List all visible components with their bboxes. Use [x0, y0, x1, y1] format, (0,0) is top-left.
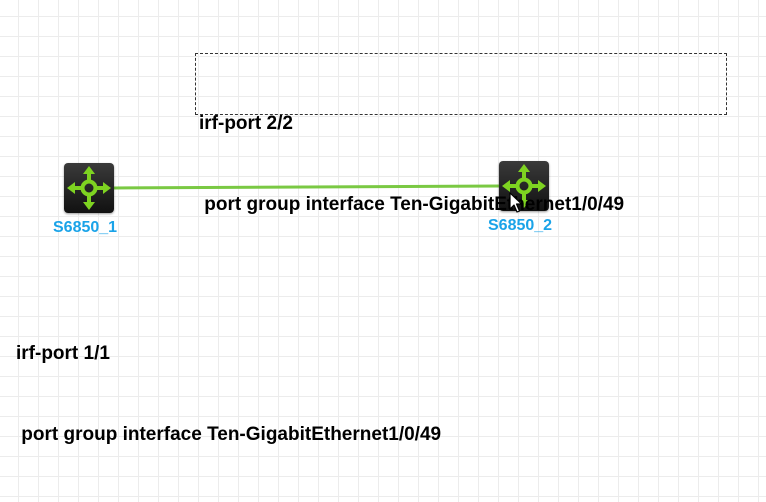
router-icon: [502, 164, 546, 208]
link-s6850-1-to-s6850-2[interactable]: [0, 0, 766, 491]
device-s6850-2[interactable]: [499, 161, 549, 211]
device-s6850-1[interactable]: [64, 163, 114, 213]
note-line: irf-port 1/1: [16, 343, 110, 364]
device-label-s6850-2: S6850_2: [488, 217, 553, 234]
link-line[interactable]: [112, 184, 501, 190]
note-irf-port-2-2[interactable]: irf-port 2/2 port group interface Ten-Gi…: [199, 56, 624, 272]
note-irf-port-1-1[interactable]: irf-port 1/1 port group interface Ten-Gi…: [16, 286, 441, 502]
router-icon: [67, 166, 111, 210]
topology-canvas[interactable]: S6850_1 S6850_2 irf-port 2/2 port group …: [0, 0, 766, 491]
device-label-s6850-1: S6850_1: [53, 219, 118, 236]
selected-note-box[interactable]: [195, 53, 727, 115]
mouse-cursor-icon: [509, 192, 523, 213]
note-line: port group interface Ten-GigabitEthernet…: [16, 424, 442, 445]
note-line: irf-port 2/2: [199, 113, 293, 134]
note-line: port group interface Ten-GigabitEthernet…: [199, 194, 625, 215]
